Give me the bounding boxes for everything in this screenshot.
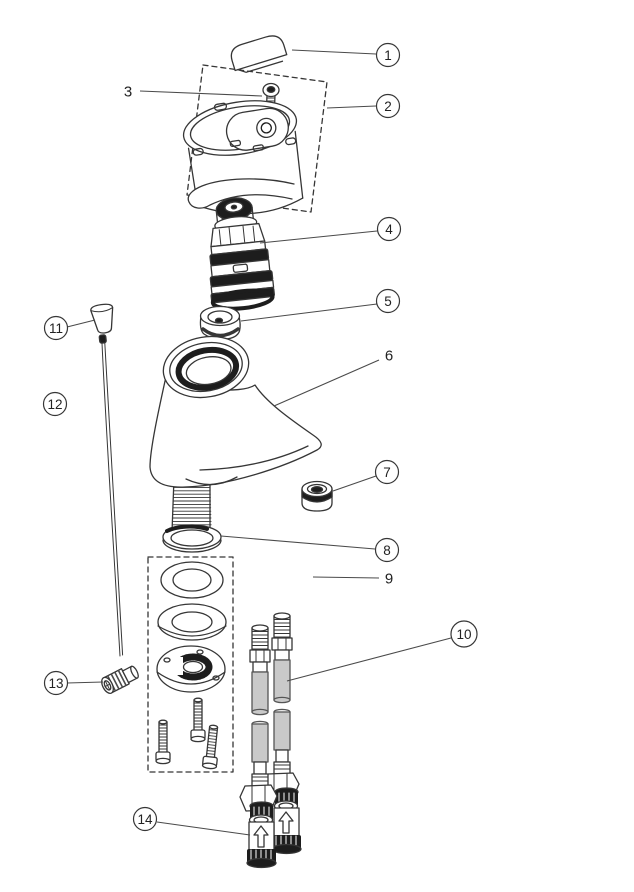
part-11-rod-knob-drawing	[90, 303, 114, 334]
callout-number-5: 5	[384, 294, 392, 309]
callout-number-1: 1	[384, 48, 392, 63]
callout-circle-8	[374, 537, 400, 563]
leader-line-5	[240, 303, 378, 322]
part-14-check-valve-left-drawing	[246, 801, 277, 869]
part-12-pop-up-rod-drawing	[98, 334, 124, 657]
leader-line-2	[326, 105, 377, 109]
callout-7: 7	[374, 459, 400, 485]
part-7-aerator-drawing	[301, 480, 333, 512]
callout-number-13: 13	[48, 676, 63, 691]
part-2-handle-drawing	[182, 100, 304, 215]
callout-circle-11	[43, 315, 69, 341]
callout-circle-12	[42, 391, 68, 417]
fixing-bolt	[190, 697, 206, 743]
callout-5: 5	[375, 288, 401, 314]
dashed-box-fixing-kit	[147, 556, 234, 773]
callout-number-11: 11	[49, 321, 63, 336]
callout-number-4: 4	[385, 222, 393, 237]
leader-line-6	[273, 359, 380, 407]
callout-circle-14	[132, 806, 158, 832]
part-10-flexi-hose-left-drawing	[239, 624, 278, 812]
callout-number-10: 10	[456, 627, 471, 642]
callout-9: 9	[385, 570, 393, 587]
callout-circle-5	[375, 288, 401, 314]
callout-circle-2	[375, 93, 401, 119]
callout-6: 6	[385, 347, 393, 364]
leader-line-4	[259, 230, 378, 244]
callout-1: 1	[375, 42, 401, 68]
callout-3: 3	[124, 83, 132, 100]
part-13-rod-connector-drawing	[101, 665, 139, 694]
callout-12: 12	[42, 391, 68, 417]
part-1-handle-cap-drawing	[230, 35, 288, 73]
leader-line-9	[312, 576, 380, 579]
callout-4: 4	[376, 216, 402, 242]
callout-number-7: 7	[383, 465, 391, 480]
part-8-flange-washer-drawing	[162, 524, 222, 553]
callout-number-8: 8	[383, 543, 391, 558]
leader-line-3	[139, 90, 263, 97]
part-14-check-valve-right-drawing	[271, 787, 302, 855]
callout-10: 10	[450, 620, 478, 648]
leader-line-13	[66, 681, 104, 684]
callout-number-3: 3	[124, 83, 132, 100]
callout-11: 11	[43, 315, 69, 341]
callout-13: 13	[43, 670, 69, 696]
callout-8: 8	[374, 537, 400, 563]
callout-number-2: 2	[384, 99, 392, 114]
leader-line-layer	[66, 49, 452, 836]
leader-line-7	[332, 475, 377, 492]
callout-14: 14	[132, 806, 158, 832]
callout-number-12: 12	[47, 397, 62, 412]
dashed-box-handle-assembly	[186, 64, 328, 213]
callout-number-6: 6	[385, 347, 393, 364]
part-4-cartridge-drawing	[209, 197, 275, 311]
part-9-fixing-kit-drawing	[155, 561, 227, 770]
part-6-tap-body-drawing	[149, 335, 322, 488]
callout-circle-4	[376, 216, 402, 242]
handle-lever	[187, 178, 295, 209]
leader-line-8	[220, 535, 376, 550]
fixing-bolt	[201, 724, 219, 770]
callout-circle-7	[374, 459, 400, 485]
callout-2: 2	[375, 93, 401, 119]
leader-line-11	[66, 319, 96, 328]
callout-circle-1	[375, 42, 401, 68]
callout-number-14: 14	[137, 812, 153, 827]
callout-number-9: 9	[385, 570, 393, 587]
leader-line-14	[156, 821, 251, 836]
fixing-bolt	[155, 719, 171, 765]
leader-line-10	[286, 637, 452, 682]
callout-circle-10	[450, 620, 478, 648]
callout-circle-13	[43, 670, 69, 696]
leader-line-1	[291, 49, 377, 55]
part-5-gland-seal-drawing	[199, 305, 241, 340]
